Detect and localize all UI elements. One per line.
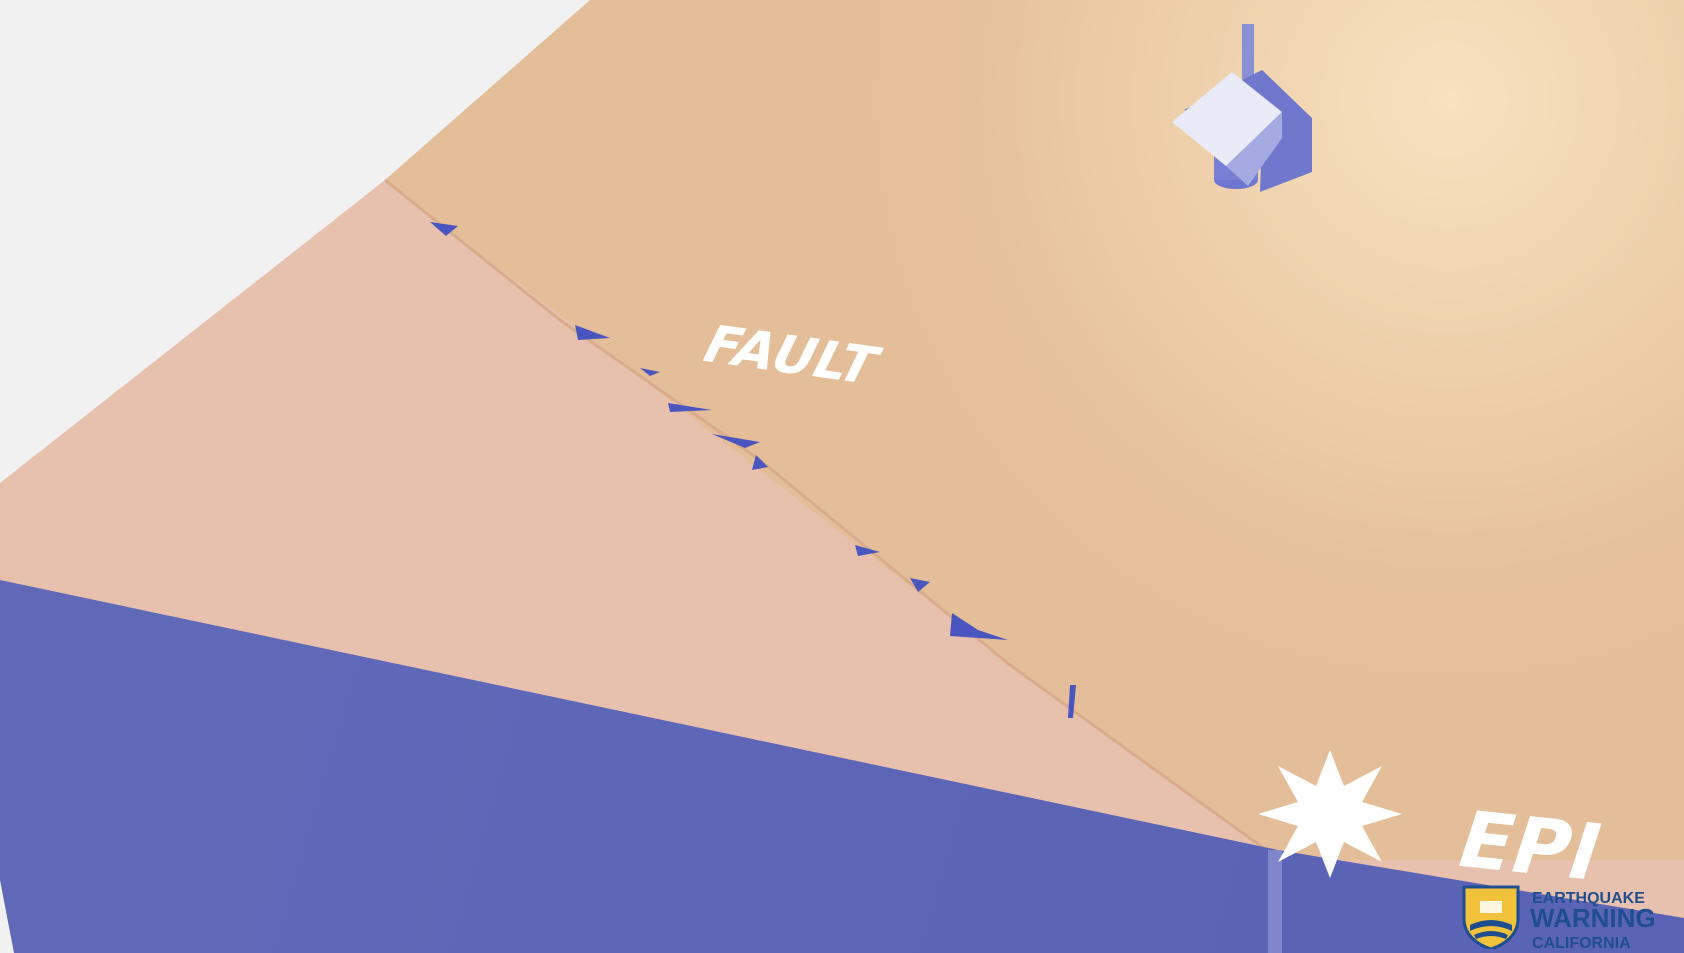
epicenter-label: EPI [1446,795,1613,898]
logo-line-2: WARNING [1530,903,1656,933]
logo-shield-icon [1464,887,1518,949]
logo-line-3: CALIFORNIA [1532,935,1631,949]
block-edge-highlight [1268,850,1282,953]
earthquake-warning-california-logo: EARTHQUAKE WARNING CALIFORNIA [1460,885,1676,949]
